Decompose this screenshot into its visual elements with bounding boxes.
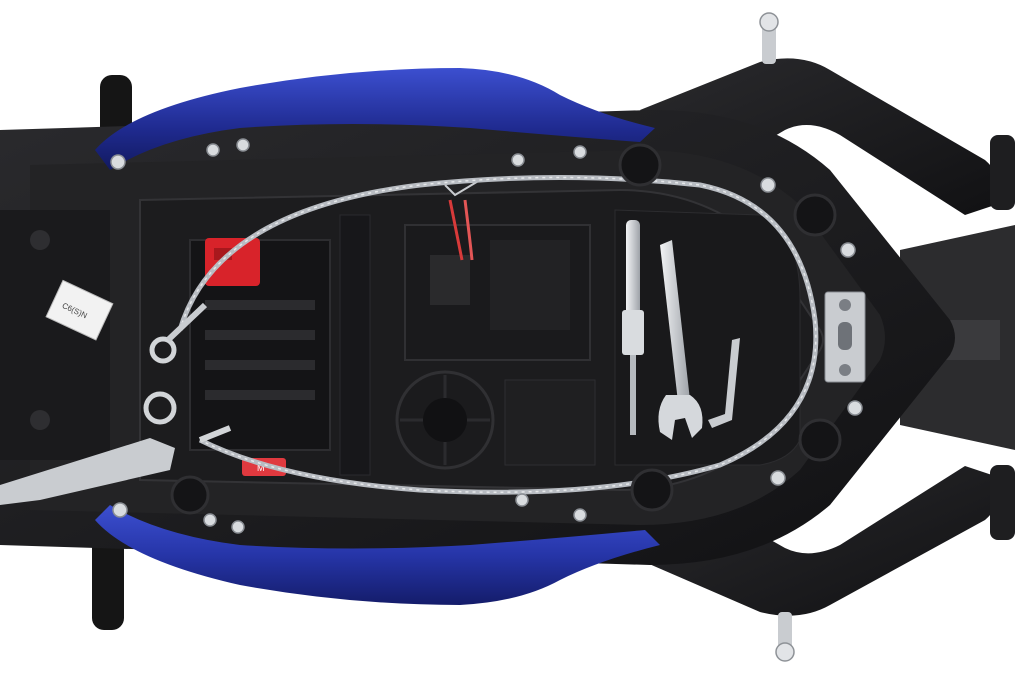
allen-key (708, 338, 740, 428)
cable-end (165, 302, 208, 343)
positive-terminal-cover (205, 238, 260, 286)
relay-box (404, 224, 596, 466)
battery (189, 239, 331, 451)
wiring-harness (444, 179, 481, 261)
spanner-wrench (658, 240, 703, 440)
helmet-cable (177, 175, 819, 495)
grab-rail (640, 58, 1015, 616)
vin-sticker: C6(S)N (45, 279, 114, 341)
footpeg-bolt (759, 12, 795, 662)
fuse-label: M (257, 463, 265, 473)
horn (395, 370, 495, 470)
left-side-fairing-top (95, 68, 655, 170)
rubber-grommets (170, 143, 842, 515)
tray-divider (339, 214, 371, 476)
mounting-bolts (110, 138, 863, 534)
screwdriver (622, 220, 644, 435)
left-side-fairing-bottom (95, 505, 660, 605)
seat-lock-bracket (824, 291, 866, 383)
cable-eyelet (143, 336, 177, 425)
tail-unit (900, 225, 1015, 450)
